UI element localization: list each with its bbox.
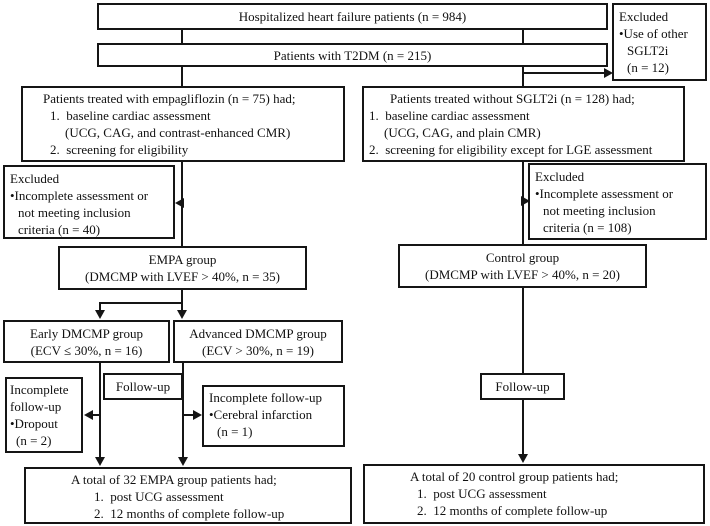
box-line: 1. post UCG assessment (94, 489, 224, 504)
box-line: •Dropout (10, 416, 58, 431)
box-line: 1. baseline cardiac assessment (50, 108, 211, 123)
box-excluded-control-arm: Excluded •Incomplete assessment or not m… (528, 163, 707, 240)
box-line: Early DMCMP group (30, 325, 143, 341)
box-line: 2. screening for eligibility except for … (369, 142, 653, 157)
box-line: criteria (n = 108) (543, 220, 632, 235)
box-early-dmcmp-group: Early DMCMP group (ECV ≤ 30%, n = 16) (3, 320, 170, 363)
box-line: not meeting inclusion (18, 205, 131, 220)
box-line: 2. screening for eligibility (50, 142, 189, 157)
box-total-empa: A total of 32 EMPA group patients had; 1… (24, 467, 352, 524)
box-line: SGLT2i (627, 43, 669, 58)
box-total-control: A total of 20 control group patients had… (363, 464, 705, 524)
box-line: •Use of other (619, 26, 688, 41)
box-line: (ECV ≤ 30%, n = 16) (30, 342, 143, 358)
box-line: Follow-up (115, 379, 171, 394)
box-line: (n = 1) (217, 424, 253, 439)
box-line: (DMCMP with LVEF > 40%, n = 20) (425, 267, 620, 282)
box-line: (UCG, CAG, and contrast-enhanced CMR) (65, 125, 291, 140)
box-hospitalized-patients: Hospitalized heart failure patients (n =… (97, 3, 608, 30)
box-incomplete-dropout: Incomplete follow-up •Dropout (n = 2) (5, 377, 83, 453)
box-followup-right: Follow-up (480, 373, 565, 400)
box-line: criteria (n = 40) (18, 222, 101, 237)
box-line: EMPA group (148, 252, 217, 267)
box-line: Hospitalized heart failure patients (n =… (238, 9, 467, 24)
box-line: 2. 12 months of complete follow-up (417, 503, 608, 518)
box-line: •Incomplete assessment or (535, 186, 674, 201)
box-line: not meeting inclusion (543, 203, 656, 218)
box-without-sglt2i-treated: Patients treated without SGLT2i (n = 128… (362, 86, 685, 162)
box-line: follow-up (10, 399, 62, 414)
box-line: Excluded (10, 171, 60, 186)
box-control-group: Control group (DMCMP with LVEF > 40%, n … (398, 244, 647, 288)
box-t2dm-patients: Patients with T2DM (n = 215) (97, 43, 608, 67)
box-line: •Incomplete assessment or (10, 188, 149, 203)
box-line: 1. baseline cardiac assessment (369, 108, 530, 123)
box-line: (ECV > 30%, n = 19) (202, 342, 314, 358)
box-line: A total of 32 EMPA group patients had; (71, 472, 277, 487)
box-line: Patients treated without SGLT2i (n = 128… (390, 91, 635, 106)
box-line: Incomplete follow-up (209, 390, 322, 405)
box-line: 1. post UCG assessment (417, 486, 547, 501)
box-line: Patients treated with empagliflozin (n =… (43, 91, 296, 106)
box-line: (n = 12) (627, 60, 669, 75)
box-incomplete-cerebral-infarction: Incomplete follow-up •Cerebral infarctio… (202, 385, 345, 447)
box-empagliflozin-treated: Patients treated with empagliflozin (n =… (21, 86, 345, 162)
box-line: Incomplete (10, 382, 69, 397)
box-line: Patients with T2DM (n = 215) (273, 47, 432, 63)
box-line: (UCG, CAG, and plain CMR) (384, 125, 541, 140)
box-line: •Cerebral infarction (209, 407, 313, 422)
box-advanced-dmcmp-group: Advanced DMCMP group (ECV > 30%, n = 19) (173, 320, 343, 363)
box-line: Excluded (535, 169, 585, 184)
box-line: A total of 20 control group patients had… (410, 469, 619, 484)
box-excluded-other-sglt2i: Excluded •Use of other SGLT2i (n = 12) (612, 3, 707, 81)
arrowheads (84, 68, 613, 466)
box-empa-group: EMPA group (DMCMP with LVEF > 40%, n = 3… (58, 246, 307, 290)
box-line: (DMCMP with LVEF > 40%, n = 35) (85, 269, 280, 284)
box-line: (n = 2) (16, 433, 52, 448)
box-followup-left: Follow-up (103, 373, 183, 400)
box-excluded-empa-arm: Excluded •Incomplete assessment or not m… (3, 165, 175, 239)
box-line: 2. 12 months of complete follow-up (94, 506, 285, 521)
box-line: Excluded (619, 9, 669, 24)
box-line: Control group (485, 250, 560, 265)
box-line: Follow-up (495, 379, 550, 394)
box-line: Advanced DMCMP group (189, 325, 327, 341)
